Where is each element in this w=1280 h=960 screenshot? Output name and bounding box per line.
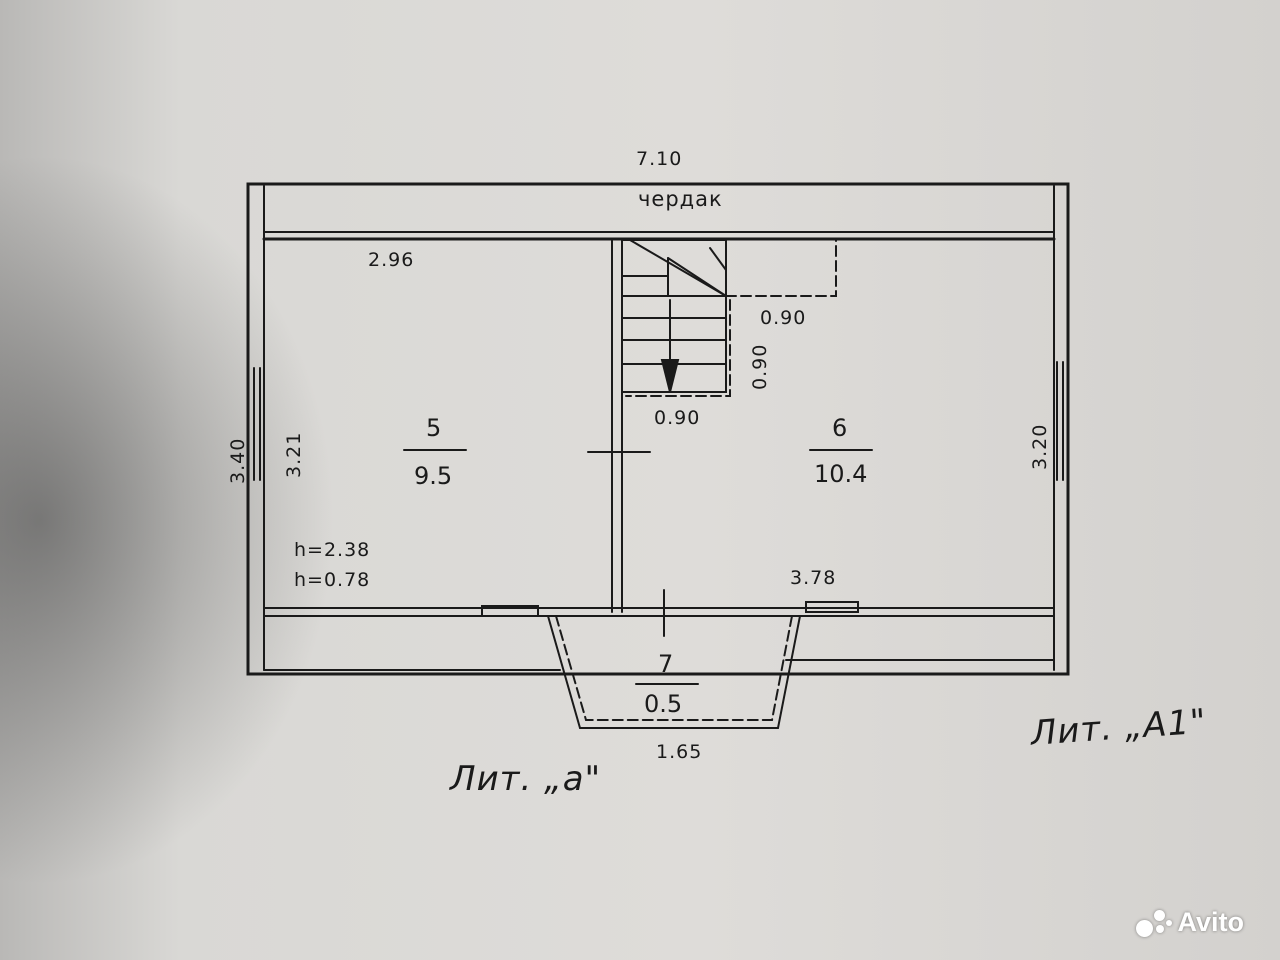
room6-area: 10.4	[814, 460, 867, 488]
left-outer-height-dimension: 3.40	[227, 438, 249, 484]
top-overall-dimension: 7.10	[636, 148, 682, 170]
room7-area: 0.5	[644, 690, 682, 718]
avito-watermark: Avito	[1135, 907, 1245, 938]
avito-logo-icon	[1135, 908, 1172, 938]
landing-height-dimension: 0.90	[749, 344, 771, 390]
room6-height-dimension: 3.20	[1029, 424, 1051, 470]
room5-area: 9.5	[414, 462, 452, 490]
room5-width-dimension: 2.96	[368, 249, 414, 271]
staircase	[621, 239, 727, 393]
ceiling-height-2: h=0.78	[294, 569, 370, 591]
stair-bottom-dimension: 0.90	[654, 407, 700, 429]
landing-width-dimension: 0.90	[760, 307, 806, 329]
porch-outline	[547, 615, 801, 729]
avito-brand-text: Avito	[1177, 907, 1245, 937]
attic-label: чердак	[638, 187, 723, 211]
bottom-window-left	[481, 605, 539, 617]
lit-a-small-label: Лит. „а"	[448, 759, 601, 799]
room6-number: 6	[832, 414, 847, 442]
room5-number: 5	[426, 414, 441, 442]
room7-number: 7	[658, 650, 673, 678]
room5-height-dimension: 3.21	[283, 432, 305, 478]
ceiling-height-1: h=2.38	[294, 539, 370, 561]
porch-width-dimension: 1.65	[656, 741, 702, 763]
outer-wall	[246, 182, 1070, 676]
lit-a1-label: Лит. „А1"	[1027, 702, 1208, 754]
room6-width-dimension: 3.78	[790, 567, 836, 589]
bottom-window-right	[805, 601, 859, 613]
stair-landing	[725, 239, 837, 297]
